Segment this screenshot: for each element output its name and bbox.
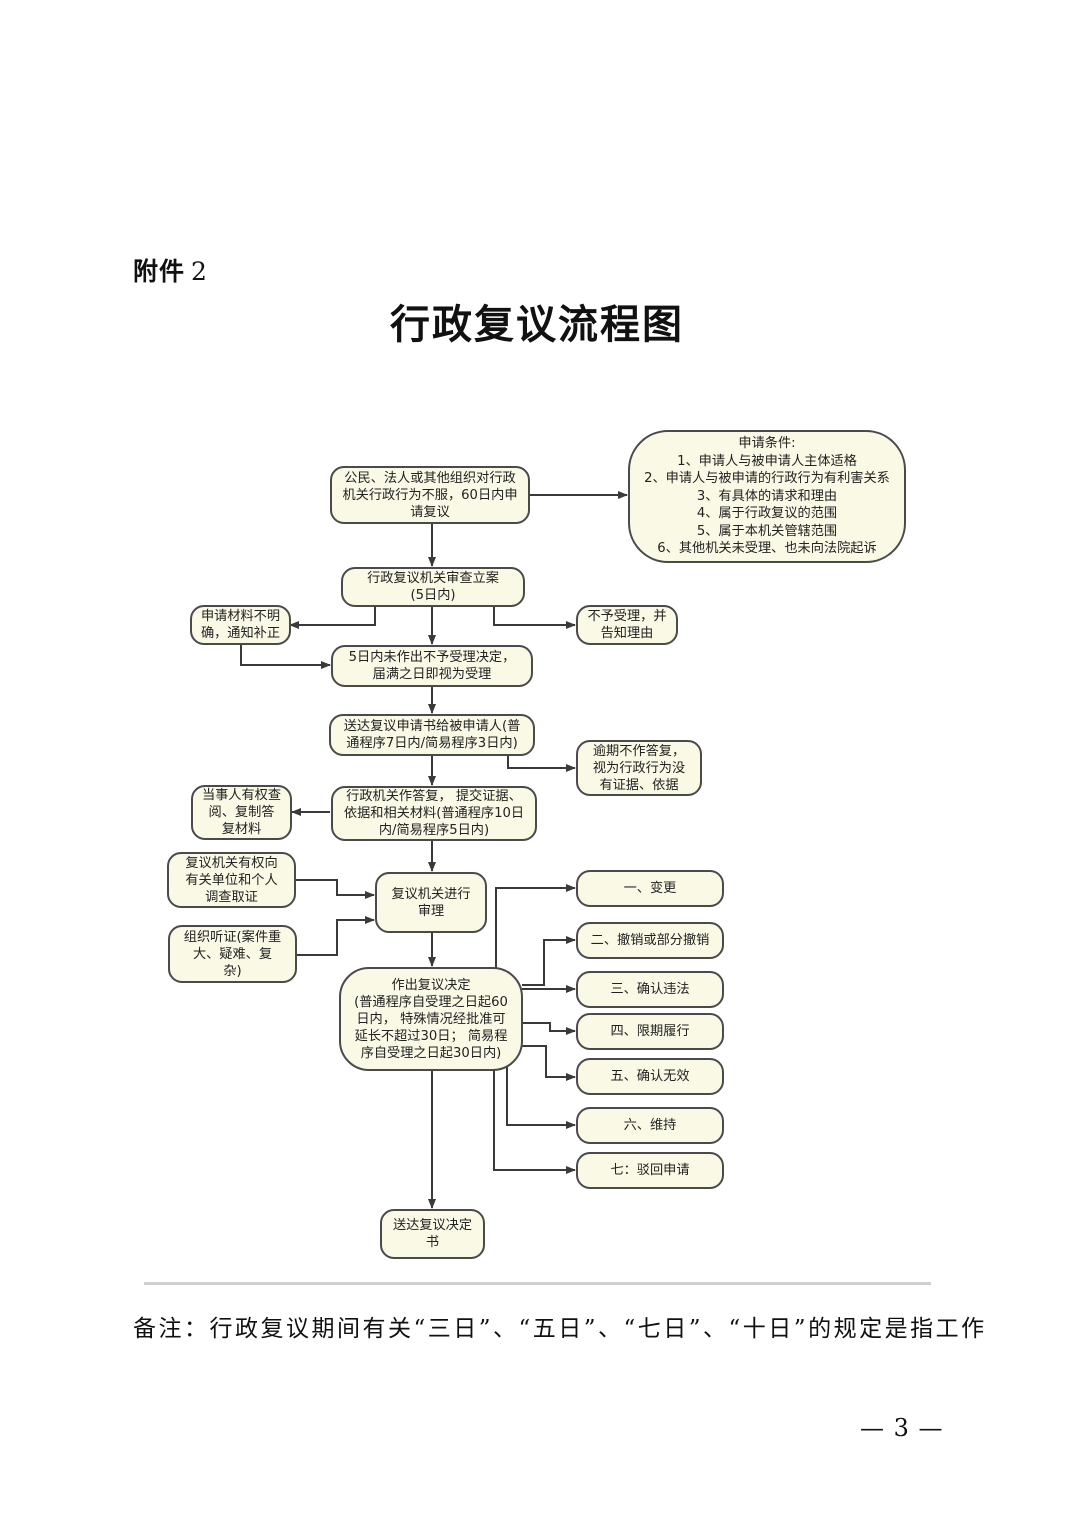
node-party-rights: 当事人有权查 阅、复制答 复材料 bbox=[191, 785, 292, 840]
node-hearing-line-2: 大、疑难、复 bbox=[192, 946, 273, 962]
page-title: 行政复议流程图 bbox=[390, 301, 684, 348]
node-deliver-line-2: 通程序7日内/简易程序3日内) bbox=[346, 736, 518, 751]
node-apply: 公民、法人或其他组织对行政 机关行政行为不服，60日内申 请复议 bbox=[330, 466, 530, 524]
arrow-hearing-to-trial bbox=[296, 916, 375, 956]
arrow-decision-to-outcome-1 bbox=[495, 884, 576, 978]
node-rights-line-2: 阅、复制答 bbox=[208, 805, 275, 820]
node-trial: 复议机关进行 审理 bbox=[375, 872, 487, 933]
node-overdue-line-3: 有证据、依据 bbox=[599, 777, 679, 793]
outcome-2-label: 二、撤销或部分撤销 bbox=[590, 933, 710, 948]
node-apply-line-3: 请复议 bbox=[410, 504, 450, 520]
node-reply-line-3: 内/简易程序5日内) bbox=[378, 823, 490, 838]
node-decision: 作出复议决定 (普通程序自受理之日起60 日内， 特殊情况经批准可 延长不超过3… bbox=[339, 967, 523, 1071]
node-deemed-line-1: 5日内未作出不予受理决定， bbox=[348, 650, 516, 665]
node-deliver-decision-line-1: 送达复议决定 bbox=[392, 1218, 473, 1233]
node-trial-line-2: 审理 bbox=[417, 903, 445, 919]
arrow-materials-to-deemed bbox=[240, 644, 331, 669]
node-rights-line-3: 复材料 bbox=[221, 822, 262, 837]
node-hearing-line-3: 杂) bbox=[223, 963, 242, 979]
page-number: — 3 — bbox=[860, 1414, 944, 1442]
node-deemed-accepted: 5日内未作出不予受理决定， 届满之日即视为受理 bbox=[331, 645, 533, 687]
node-deliver-decision: 送达复议决定 书 bbox=[380, 1209, 485, 1259]
node-conditions: 申请条件: 1、申请人与被申请人主体适格 2、申请人与被申请的行政行为有利害关系… bbox=[628, 430, 906, 563]
conditions-item-6: 6、其他机关未受理、也未向法院起诉 bbox=[657, 541, 877, 557]
node-decision-line-5: 序自受理之日起30日内) bbox=[360, 1045, 502, 1061]
divider-line bbox=[144, 1282, 931, 1285]
conditions-item-4: 4、属于行政复议的范围 bbox=[696, 506, 838, 522]
conditions-item-3: 3、有具体的请求和理由 bbox=[696, 488, 838, 504]
node-deliver-line-1: 送达复议申请书给被申请人(普 bbox=[343, 719, 521, 734]
node-deliver-application: 送达复议申请书给被申请人(普 通程序7日内/简易程序3日内) bbox=[329, 714, 535, 756]
attachment-label-text: 附件 bbox=[133, 257, 186, 286]
node-agency-reply: 行政机关作答复， 提交证据、 依据和相关材料(普通程序10日 内/简易程序5日内… bbox=[331, 786, 537, 841]
node-hearing-line-1: 组织听证(案件重 bbox=[183, 929, 282, 945]
outcome-3: 三、确认违法 bbox=[576, 971, 724, 1008]
arrow-investigation-to-trial bbox=[296, 879, 375, 899]
node-rights-line-1: 当事人有权查 bbox=[201, 788, 282, 803]
node-review-line-2: (5日内) bbox=[410, 588, 456, 603]
outcome-1: 一、变更 bbox=[576, 870, 724, 907]
node-reply-line-2: 依据和相关材料(普通程序10日 bbox=[343, 806, 525, 821]
node-decision-line-1: 作出复议决定 bbox=[391, 977, 471, 993]
node-reply-line-1: 行政机关作答复， 提交证据、 bbox=[346, 789, 522, 804]
node-review-line-1: 行政复议机关审查立案 bbox=[367, 571, 499, 586]
node-materials-unclear: 申请材料不明 确，通知补正 bbox=[190, 605, 291, 645]
outcome-5: 五、确认无效 bbox=[576, 1058, 724, 1095]
arrow-decision-to-outcome-5 bbox=[510, 1045, 576, 1081]
outcome-6-label: 六、维持 bbox=[623, 1118, 677, 1133]
node-materials-line-2: 确，通知补正 bbox=[200, 626, 281, 641]
conditions-item-2: 2、申请人与被申请的行政行为有利害关系 bbox=[644, 471, 890, 487]
node-review-register: 行政复议机关审查立案 (5日内) bbox=[341, 567, 525, 607]
outcome-1-label: 一、变更 bbox=[623, 881, 677, 896]
node-decision-line-2: (普通程序自受理之日起60 bbox=[354, 994, 508, 1010]
outcome-3-label: 三、确认违法 bbox=[610, 982, 690, 997]
arrow-decision-to-outcome-2 bbox=[522, 936, 576, 986]
arrow-review-to-materials bbox=[289, 607, 376, 629]
node-investigation: 复议机关有权向 有关单位和个人 调查取证 bbox=[167, 852, 296, 908]
node-overdue-line-2: 视为行政行为没 bbox=[592, 760, 686, 776]
node-decision-line-4: 延长不超过30日； 简易程 bbox=[354, 1028, 508, 1044]
node-not-accepted-line-1: 不予受理，并 bbox=[587, 609, 667, 624]
node-hearing: 组织听证(案件重 大、疑难、复 杂) bbox=[168, 925, 297, 983]
arrow-decision-to-outcome-6 bbox=[506, 1063, 576, 1129]
outcome-6: 六、维持 bbox=[576, 1107, 724, 1144]
arrow-deliver-to-overdue bbox=[507, 755, 576, 772]
arrow-review-to-not-accepted bbox=[493, 607, 576, 629]
outcome-2: 二、撤销或部分撤销 bbox=[576, 922, 724, 959]
node-overdue-line-1: 逾期不作答复， bbox=[592, 743, 686, 759]
node-deemed-line-2: 届满之日即视为受理 bbox=[372, 667, 492, 682]
arrow-decision-to-outcome-7 bbox=[493, 1068, 576, 1174]
node-deliver-decision-line-2: 书 bbox=[425, 1235, 440, 1250]
node-not-accepted: 不予受理，并 告知理由 bbox=[576, 605, 678, 645]
node-apply-line-2: 机关行政行为不服，60日内申 bbox=[342, 487, 518, 503]
node-investigation-line-1: 复议机关有权向 bbox=[185, 855, 278, 871]
outcome-7: 七：驳回申请 bbox=[576, 1152, 724, 1189]
conditions-title: 申请条件: bbox=[738, 436, 796, 452]
node-materials-line-1: 申请材料不明 bbox=[200, 609, 281, 624]
node-trial-line-1: 复议机关进行 bbox=[391, 886, 471, 902]
conditions-item-5: 5、属于本机关管辖范围 bbox=[696, 523, 838, 539]
outcome-4-label: 四、限期履行 bbox=[610, 1024, 690, 1039]
outcome-5-label: 五、确认无效 bbox=[610, 1069, 690, 1084]
node-investigation-line-3: 调查取证 bbox=[205, 889, 258, 905]
attachment-number: 2 bbox=[191, 257, 208, 286]
outcome-7-label: 七：驳回申请 bbox=[610, 1163, 690, 1178]
arrow-decision-to-outcome-4 bbox=[522, 1022, 576, 1035]
footnote: 备注：行政复议期间有关“三日”、“五日”、“七日”、“十日”的规定是指工作 bbox=[133, 1316, 987, 1342]
node-not-accepted-line-2: 告知理由 bbox=[600, 626, 654, 641]
node-decision-line-3: 日内， 特殊情况经批准可 bbox=[356, 1011, 506, 1027]
node-apply-line-1: 公民、法人或其他组织对行政 bbox=[344, 470, 516, 486]
outcome-4: 四、限期履行 bbox=[576, 1013, 724, 1050]
conditions-item-1: 1、申请人与被申请人主体适格 bbox=[677, 453, 857, 469]
node-investigation-line-2: 有关单位和个人 bbox=[185, 872, 278, 888]
node-overdue-reply: 逾期不作答复， 视为行政行为没 有证据、依据 bbox=[576, 740, 702, 796]
